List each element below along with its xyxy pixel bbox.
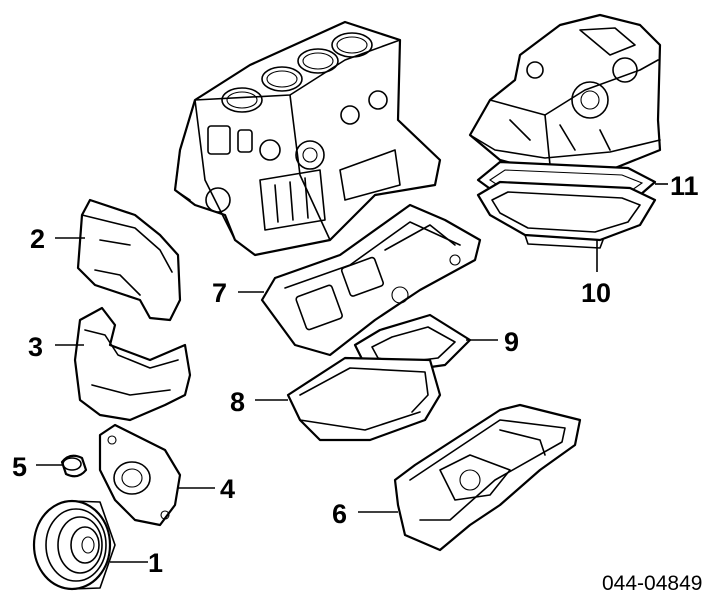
callout-4: 4 xyxy=(220,474,235,504)
plug-shape xyxy=(60,454,88,478)
transmission-oil-pan-shape xyxy=(476,180,657,249)
upper-timing-cover-shape xyxy=(76,198,182,322)
callout-3: 3 xyxy=(28,332,43,362)
transmission-illustration xyxy=(468,13,662,174)
callout-9: 9 xyxy=(504,327,519,357)
callout-6: 6 xyxy=(332,499,347,529)
callout-10: 10 xyxy=(581,278,611,308)
lower-timing-cover-shape xyxy=(73,306,192,422)
callout-8: 8 xyxy=(230,387,245,417)
lower-oil-pan-shape xyxy=(393,403,582,552)
callout-7: 7 xyxy=(212,278,227,308)
callout-11: 11 xyxy=(670,171,699,201)
oil-pump-housing-shape xyxy=(98,423,182,527)
callout-5: 5 xyxy=(12,452,27,482)
diagram-code: 044-04849 xyxy=(602,572,702,595)
callout-1: 1 xyxy=(148,548,163,578)
callout-2: 2 xyxy=(30,224,45,254)
engine-block-illustration xyxy=(173,20,442,257)
crankshaft-pulley-shape xyxy=(32,499,116,591)
oil-pan-gasket-shape xyxy=(286,356,442,442)
upper-oil-pan-shape xyxy=(260,203,482,357)
